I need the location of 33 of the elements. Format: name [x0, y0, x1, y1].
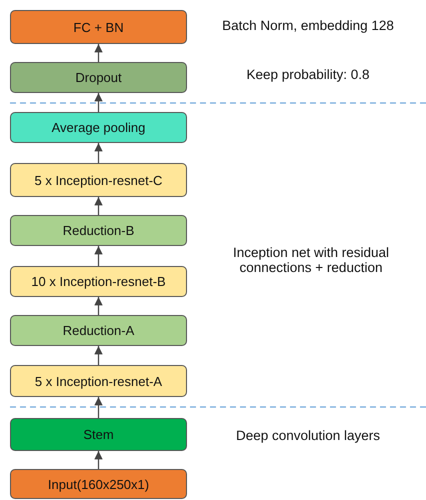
- arrow: [94, 197, 103, 215]
- arrow: [94, 297, 103, 315]
- layer-box: [10, 62, 187, 93]
- arrow: [94, 451, 103, 469]
- layer-box: [10, 112, 187, 143]
- annotation-text: Deep convolution layers: [234, 428, 382, 443]
- layer-label: 5 x Inception-resnet-A: [34, 374, 162, 388]
- arrow: [94, 346, 103, 365]
- annotation-text: Keep probability: 0.8: [245, 67, 371, 82]
- layer-box: [10, 163, 187, 197]
- layer-box: [10, 215, 187, 246]
- arrow: [94, 246, 103, 266]
- layer-box: [10, 10, 187, 44]
- layer-label: Stem: [83, 427, 114, 442]
- arrow: [94, 93, 103, 112]
- layer-label: 10 x Inception-resnet-B: [31, 274, 166, 289]
- layer-label: FC + BN: [73, 20, 124, 34]
- layer-box: [10, 469, 187, 499]
- annotation-text: Inception net with residual connections + reduction: [232, 245, 390, 275]
- layer-label: 5 x Inception-resnet-C: [34, 172, 162, 188]
- arrow: [94, 44, 103, 62]
- layer-label: Input(160x250x1): [48, 476, 150, 492]
- layer-label: Reduction-A: [62, 323, 134, 338]
- arrow: [94, 143, 103, 163]
- layer-label: Reduction-B: [62, 223, 134, 238]
- arrow: [94, 397, 103, 418]
- layer-label: Average pooling: [52, 120, 146, 135]
- layer-box: [10, 315, 187, 346]
- annotation-text: Batch Norm, embedding 128: [221, 18, 395, 33]
- layer-box: [10, 266, 187, 297]
- layer-label: Dropout: [75, 70, 122, 85]
- layer-box: [10, 365, 187, 397]
- layer-box: [10, 418, 187, 451]
